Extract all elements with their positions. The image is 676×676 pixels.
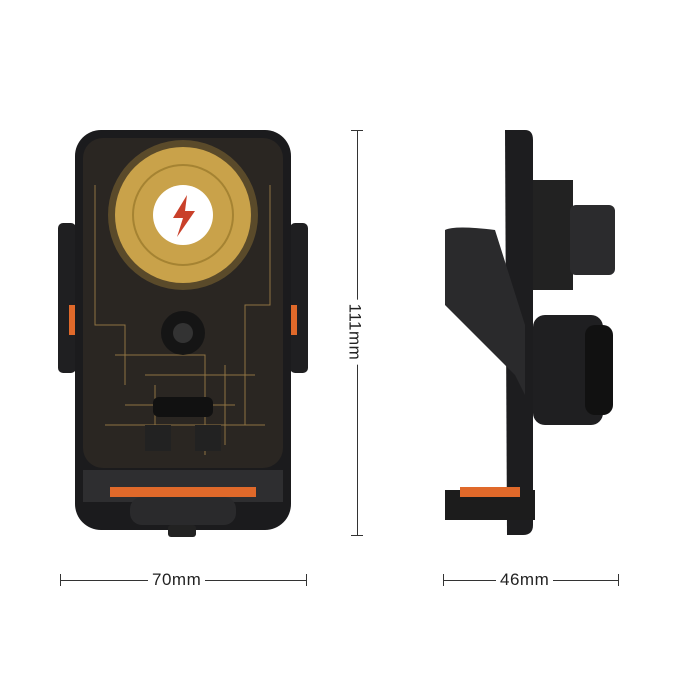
height-tick-top xyxy=(351,130,363,131)
width-tick-left xyxy=(60,574,61,586)
right-arm xyxy=(290,223,308,373)
width-label: 70mm xyxy=(148,570,206,590)
left-arm xyxy=(58,223,76,373)
depth-tick-right xyxy=(618,574,619,586)
holder-side-view xyxy=(445,130,615,535)
depth-tick-left xyxy=(443,574,444,586)
depth-label: 46mm xyxy=(496,570,554,590)
height-label: 111mm xyxy=(344,299,365,365)
holder-front-view xyxy=(58,130,308,537)
height-tick-bottom xyxy=(351,535,363,536)
sensor-window xyxy=(153,397,213,417)
width-tick-right xyxy=(306,574,307,586)
vent-clip xyxy=(570,205,615,275)
release-button xyxy=(130,497,236,525)
